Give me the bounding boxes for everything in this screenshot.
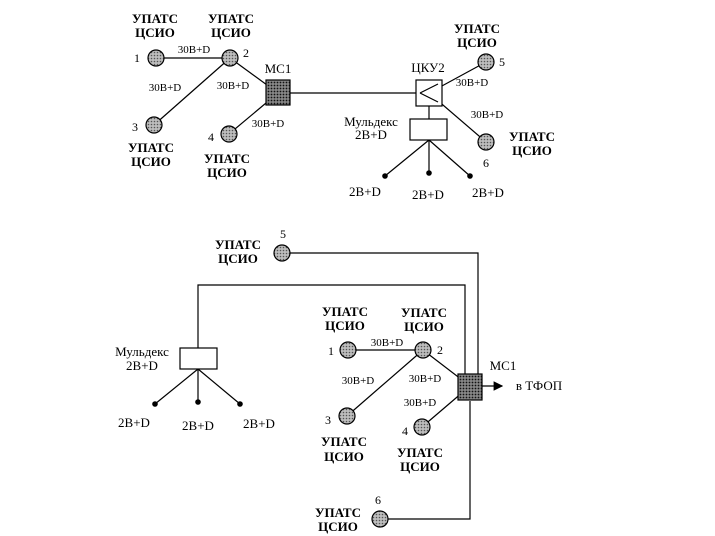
bottom-trunk-5-ms: [290, 252, 479, 374]
bottom-node-6-sub: ЦСИО: [318, 519, 358, 534]
top-node-1-type: УПАТС: [132, 11, 178, 26]
top-out-3-label: 2B+D: [472, 185, 504, 200]
bottom-node-5-sub: ЦСИО: [218, 251, 258, 266]
top-link-3-2-label: 30B+D: [149, 82, 182, 94]
bottom-diagram: УПАТС ЦСИО 5 УПАТС ЦСИО 1 УПАТС ЦСИО 2 3…: [115, 227, 562, 534]
bottom-ms-out-label: в ТФОП: [516, 378, 562, 393]
top-node-3-sub: ЦСИО: [131, 154, 171, 169]
top-node-2-icon: [221, 49, 239, 67]
bottom-out-1-label: 2B+D: [118, 415, 150, 430]
top-node-1-icon: [147, 49, 165, 67]
bottom-node-4-icon: [413, 418, 431, 436]
top-cku-label: ЦКУ2: [411, 60, 445, 75]
top-out-2-label: 2B+D: [412, 187, 444, 202]
bottom-link-3-2: [346, 349, 424, 417]
bottom-node-5-icon: [273, 244, 291, 262]
top-terminal-dot-3: [467, 173, 473, 179]
bottom-muldex-out-3: [197, 368, 241, 405]
bottom-trunk-muldex-ms: [197, 284, 466, 374]
top-out-1-label: 2B+D: [349, 184, 381, 199]
bottom-ms-switch-icon: [457, 373, 483, 401]
top-node-4-icon: [220, 125, 238, 143]
bottom-node-6-type: УПАТС: [315, 505, 361, 520]
top-muldex-label: Мульдекс: [344, 114, 398, 129]
top-muldex-out-3: [428, 139, 471, 177]
bottom-node-6-icon: [371, 510, 389, 528]
top-node-1-sub: ЦСИО: [135, 25, 175, 40]
top-link-3-2: [153, 57, 231, 126]
top-cku-inner-line: [419, 83, 439, 94]
top-cku-inner-line-2: [419, 92, 439, 103]
top-node-4-type: УПАТС: [204, 151, 250, 166]
bottom-node-6-num: 6: [375, 493, 381, 507]
top-node-1-num: 1: [134, 51, 140, 65]
bottom-terminal-dot-2: [195, 399, 201, 405]
bottom-node-2-icon: [414, 341, 432, 359]
top-node-5-type: УПАТС: [454, 21, 500, 36]
top-muldex-sublabel: 2B+D: [355, 127, 387, 142]
bottom-terminal-dot-3: [237, 401, 243, 407]
bottom-link-3-2-label: 30B+D: [342, 375, 375, 387]
bottom-node-2-num: 2: [437, 343, 443, 357]
top-link-2-ms-label: 30B+D: [217, 80, 250, 92]
top-node-6-sub: ЦСИО: [512, 143, 552, 158]
top-node-5-num: 5: [499, 55, 505, 69]
top-node-4-num: 4: [208, 130, 214, 144]
bottom-node-3-icon: [338, 407, 356, 425]
top-ms-switch-icon: [265, 79, 291, 106]
top-node-2-num: 2: [243, 46, 249, 60]
top-node-2-sub: ЦСИО: [211, 25, 251, 40]
top-ms-label: МС1: [265, 61, 292, 76]
top-terminal-dot-2: [426, 170, 432, 176]
top-node-3-type: УПАТС: [128, 140, 174, 155]
bottom-muldex-out-1: [154, 368, 199, 405]
top-node-3-icon: [145, 116, 163, 134]
bottom-node-3-num: 3: [325, 413, 331, 427]
bottom-node-1-num: 1: [328, 344, 334, 358]
top-node-4-sub: ЦСИО: [207, 165, 247, 180]
bottom-node-5-type: УПАТС: [215, 237, 261, 252]
top-muldex-icon: [409, 118, 448, 141]
top-node-6-type: УПАТС: [509, 129, 555, 144]
top-link-1-2-label: 30B+D: [178, 44, 211, 56]
top-node-2-type: УПАТС: [208, 11, 254, 26]
bottom-out-2-label: 2B+D: [182, 418, 214, 433]
top-node-5-icon: [477, 53, 495, 71]
bottom-node-5-num: 5: [280, 227, 286, 241]
top-node-6-icon: [477, 133, 495, 151]
bottom-ms-label: МС1: [490, 358, 517, 373]
top-link-5-cku-label: 30B+D: [456, 77, 489, 89]
top-node-5-sub: ЦСИО: [457, 35, 497, 50]
top-cku-icon: [415, 79, 443, 107]
top-link-4-ms-label: 30B+D: [252, 118, 285, 130]
top-terminal-dot-1: [382, 173, 388, 179]
bottom-out-3-label: 2B+D: [243, 416, 275, 431]
bottom-node-4-sub: ЦСИО: [400, 459, 440, 474]
bottom-link-1-2-label: 30B+D: [371, 337, 404, 349]
bottom-node-3-type: УПАТС: [321, 434, 367, 449]
bottom-node-1-sub: ЦСИО: [325, 318, 365, 333]
top-node-6-num: 6: [483, 156, 489, 170]
bottom-muldex-icon: [179, 347, 218, 370]
bottom-muldex-label: Мульдекс: [115, 344, 169, 359]
bottom-node-3-sub: ЦСИО: [324, 449, 364, 464]
bottom-node-4-num: 4: [402, 424, 408, 438]
bottom-terminal-dot-1: [152, 401, 158, 407]
bottom-link-2-ms-label: 30B+D: [409, 373, 442, 385]
bottom-node-2-sub: ЦСИО: [404, 319, 444, 334]
bottom-node-2-type: УПАТС: [401, 305, 447, 320]
bottom-link-4-ms-label: 30B+D: [404, 397, 437, 409]
bottom-node-4-type: УПАТС: [397, 445, 443, 460]
top-node-3-num: 3: [132, 120, 138, 134]
bottom-node-1-type: УПАТС: [322, 304, 368, 319]
top-link-6-cku-label: 30B+D: [471, 109, 504, 121]
bottom-muldex-sublabel: 2B+D: [126, 358, 158, 373]
bottom-node-1-icon: [339, 341, 357, 359]
bottom-trunk-6-ms: [388, 401, 471, 520]
top-diagram: УПАТС ЦСИО 1 УПАТС ЦСИО 2 3 УПАТС ЦСИО 4…: [128, 11, 555, 202]
top-muldex-out-1: [384, 139, 430, 177]
